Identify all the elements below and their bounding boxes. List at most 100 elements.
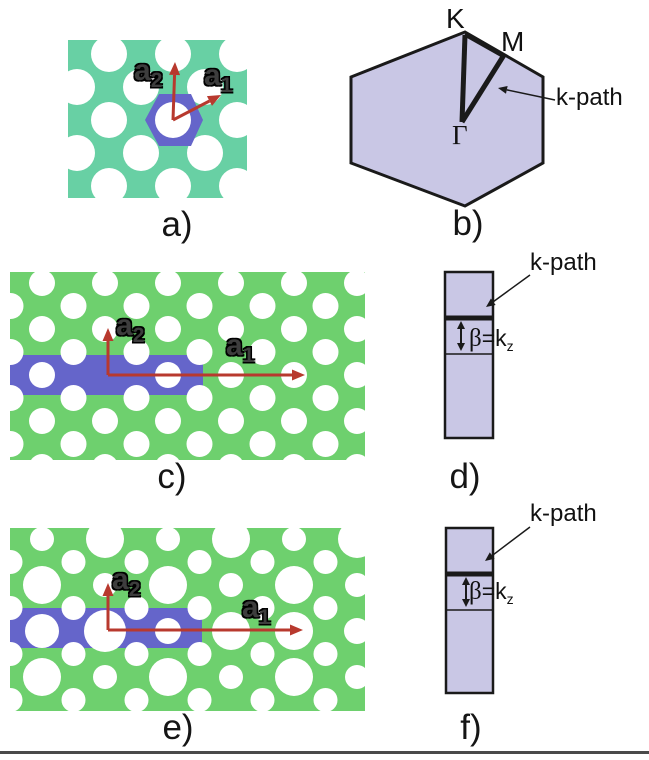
air-hole [344,618,365,644]
k-path-label-f: k-path [530,500,597,527]
air-hole [29,408,55,434]
air-hole [218,316,244,342]
air-hole [155,272,181,296]
air-hole [312,431,339,457]
k-path-pointer [491,526,531,557]
air-hole [275,658,313,696]
k-path-pointer [506,89,556,101]
lattice-vector-a2-label-c: a2 [116,309,145,347]
k-point-label: K [446,3,465,34]
brillouin-zone-strip-f [444,526,531,695]
air-hole [219,40,247,72]
air-hole [86,528,124,558]
air-hole [91,40,127,72]
air-hole [313,642,338,666]
panel-caption-b: b) [452,204,484,243]
air-hole [10,596,23,620]
K-M-path [463,31,506,59]
air-hole [249,293,276,319]
k-path-pointer-head [486,298,496,307]
air-hole [10,339,24,365]
air-hole [92,272,118,296]
beta-kz-label-f: β=kz [469,578,514,607]
air-hole [218,408,244,434]
air-hole [29,362,55,388]
air-hole [61,642,86,666]
air-hole [124,596,149,620]
air-hole [68,135,95,171]
crystal-lattice-e [10,528,365,711]
air-hole [312,385,339,411]
air-hole [156,528,180,551]
air-hole [187,135,223,171]
air-hole [219,102,247,138]
air-hole [250,642,275,666]
air-hole [123,385,150,411]
air-hole [250,596,275,620]
panel-caption-a: a) [161,205,193,244]
k-path-pointer-head [485,552,495,561]
k-path-label-d: k-path [530,249,597,276]
air-hole [91,102,127,138]
air-hole [68,69,95,105]
a2-vector-arrow [171,74,177,121]
air-hole [186,431,213,457]
m-point-label: M [501,26,525,57]
air-hole [60,385,87,411]
a1-vector-arrow [172,99,211,122]
a2-vector-arrow-head [102,583,114,596]
air-hole [31,454,53,460]
air-hole [218,272,244,296]
air-hole [186,339,213,365]
air-hole [94,454,116,460]
air-hole [312,293,339,319]
air-hole [345,665,365,689]
air-hole [219,168,247,198]
a1-vector-arrow-head [206,95,221,106]
air-hole [344,362,365,388]
air-hole [313,688,338,711]
air-hole [10,550,23,574]
air-hole [123,293,150,319]
panel-caption-c: c) [157,457,187,496]
air-hole [250,550,275,574]
air-hole [346,454,365,460]
air-hole [344,272,365,296]
beta-kz-label-d: β=kz [469,325,514,354]
air-hole [84,610,126,652]
air-hole [219,573,243,597]
air-hole [155,316,181,342]
air-hole [10,688,23,711]
air-hole [338,528,365,558]
air-hole [155,40,191,72]
air-hole [187,550,212,574]
air-hole [93,665,117,689]
figure-bottom-rule [0,751,649,754]
air-hole [345,573,365,597]
air-hole [30,528,54,551]
air-hole [187,688,212,711]
air-hole [149,566,187,604]
air-hole [123,69,159,105]
a1-vector-arrow-head [290,624,303,636]
air-hole [281,272,307,296]
air-hole [123,339,150,365]
air-hole [123,135,159,171]
k-path-pointer-head [498,85,508,94]
air-hole [61,596,86,620]
brillouin-zone [349,30,545,208]
lattice-vector-a1-label-c: a1 [226,329,255,367]
panel-caption-f: f) [460,708,482,747]
a2-vector-arrow-head [102,328,114,341]
k-path-label-b: k-path [556,84,623,111]
air-hole [23,658,61,696]
lattice-vector-a2-label-e: a2 [112,563,141,601]
air-hole [10,431,24,457]
air-hole [220,454,242,460]
air-hole [25,614,59,648]
air-hole [283,454,305,460]
air-hole [186,385,213,411]
air-hole [60,431,87,457]
gamma-K-path [459,34,468,123]
